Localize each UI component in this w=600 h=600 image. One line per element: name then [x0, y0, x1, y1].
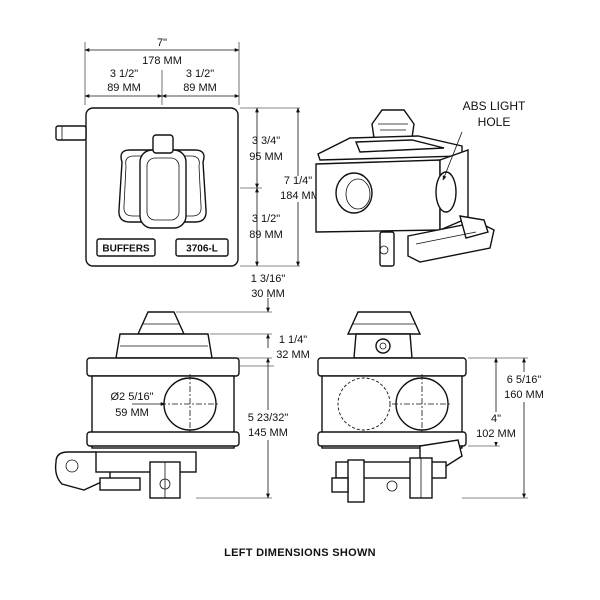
- overall-width-imperial: 7": [157, 37, 167, 49]
- abs-light-label: ABS LIGHT: [463, 99, 526, 113]
- front-elevation: Ø2 5/16" 59 MM 1 3/16" 30 MM 1 1/4" 32 M…: [54, 273, 310, 499]
- lower-height-imperial: 3 1/2": [252, 213, 280, 225]
- top-knob-metric: 30 MM: [251, 288, 285, 300]
- half-width-left-metric: 89 MM: [107, 82, 141, 94]
- isometric-view: ABS LIGHT HOLE: [315, 99, 526, 267]
- side-total-imperial: 6 5/16": [507, 374, 542, 386]
- hole-diameter-metric: 59 MM: [115, 407, 149, 419]
- side-total-metric: 160 MM: [504, 389, 544, 401]
- plate-model-label: 3706-L: [186, 244, 218, 255]
- front-height-imperial: 5 23/32": [248, 412, 289, 424]
- hole-label: HOLE: [478, 115, 511, 129]
- iso-box-front: [315, 159, 441, 233]
- total-height-imperial: 7 1/4": [284, 175, 312, 187]
- side-body-metric: 102 MM: [476, 428, 516, 440]
- hole-diameter-imperial: Ø2 5/16": [110, 391, 153, 403]
- iso-front-hole: [335, 172, 373, 214]
- upper-step-metric: 32 MM: [276, 349, 310, 361]
- front-knob: [136, 311, 186, 335]
- plate-brand-label: BUFFERS: [102, 244, 150, 255]
- half-width-right-metric: 89 MM: [183, 82, 217, 94]
- half-width-left-imperial: 3 1/2": [110, 68, 138, 80]
- top-knob-imperial: 1 3/16": [251, 273, 286, 285]
- side-hidden-hole: [337, 377, 391, 431]
- top-view: 7" 178 MM 3 1/2" 89 MM 3 1/2" 89 MM BUFF…: [55, 37, 320, 267]
- overall-width-metric: 178 MM: [142, 55, 182, 67]
- caption: LEFT DIMENSIONS SHOWN: [224, 547, 376, 559]
- upper-height-imperial: 3 3/4": [252, 135, 280, 147]
- side-knob: [346, 311, 422, 335]
- lower-height-metric: 89 MM: [249, 229, 283, 241]
- upper-height-metric: 95 MM: [249, 151, 283, 163]
- upper-step-imperial: 1 1/4": [279, 334, 307, 346]
- side-elevation: 6 5/16" 160 MM 4" 102 MM: [317, 311, 548, 503]
- total-height-metric: 184 MM: [280, 190, 320, 202]
- side-body-imperial: 4": [491, 413, 501, 425]
- half-width-right-imperial: 3 1/2": [186, 68, 214, 80]
- front-height-metric: 145 MM: [248, 427, 288, 439]
